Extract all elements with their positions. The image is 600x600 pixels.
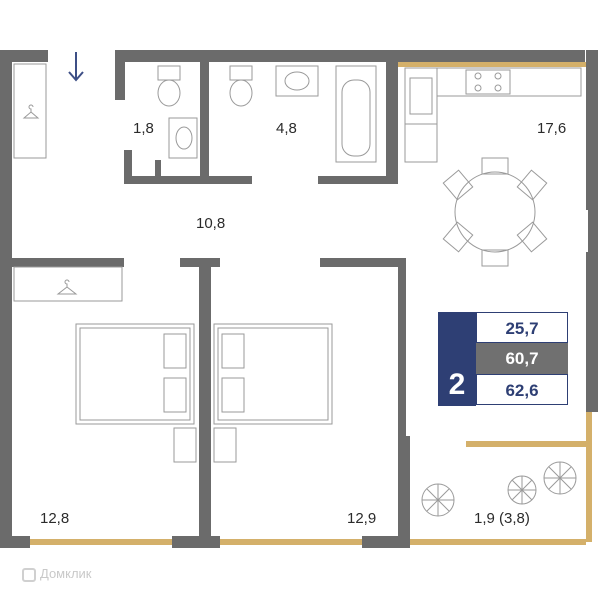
rooms-count: 2 [448,368,466,401]
living-area-value: 25,7 [476,312,568,343]
bathroom-area-label: 4,8 [276,120,297,137]
double-bed-icon [213,323,333,463]
dining-table [442,157,548,267]
bedroom-right-area-label: 12,9 [347,510,377,527]
counter [404,67,582,163]
kitchen-area-label: 17,6 [537,120,567,137]
windows [30,62,592,545]
kitchen-window-frame [588,210,598,252]
double-bed-icon [75,323,197,463]
toilet-icon [157,65,181,107]
watermark: Домклик [22,566,92,582]
watermark-logo-icon [22,567,36,582]
toilet-icon [229,65,253,107]
bathtub-icon [335,65,377,163]
full-area-value: 62,6 [476,374,568,405]
hanger-icon [13,63,47,159]
rooms-count-box: 2 [438,312,476,406]
area-summary-badge: 2 25,7 60,7 62,6 [438,312,568,406]
stove-icon [465,69,511,95]
watermark-text: Домклик [40,566,92,581]
walls [0,50,598,548]
bedroom-left-area-label: 12,8 [40,510,70,527]
sink-icon [404,67,438,125]
hallway-area-label: 10,8 [196,215,226,232]
sink-icon [275,65,319,97]
entry-arrow-icon [68,52,84,82]
balcony-area-label: 1,9 (3,8) [474,510,530,527]
hanger-icon [13,266,123,302]
plant-icon [421,461,577,517]
toilet-area-label: 1,8 [133,120,154,137]
sink-icon [168,117,198,159]
total-area-value: 60,7 [476,343,568,374]
